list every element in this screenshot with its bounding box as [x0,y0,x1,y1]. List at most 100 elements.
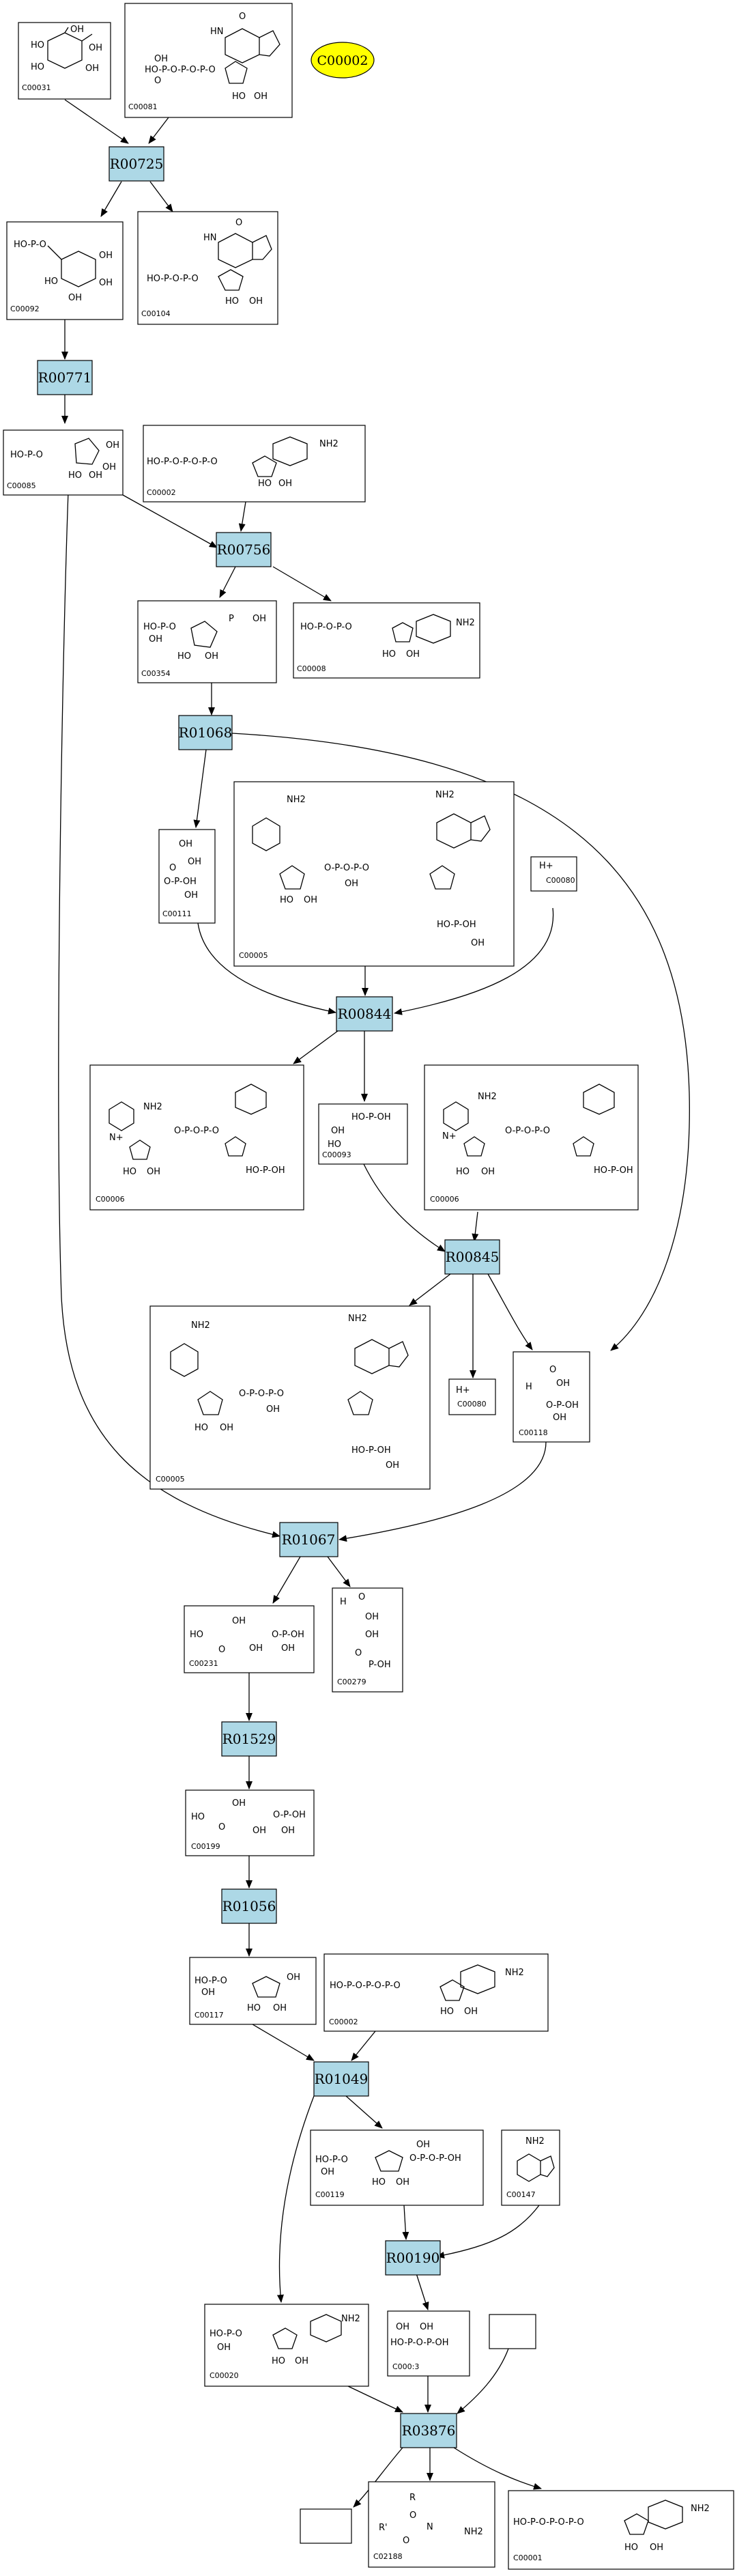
node-shape [6,221,124,320]
compound-id: C00093 [322,1150,351,1159]
edge-r00190-c00013 [416,2273,429,2310]
compound-c00020[interactable]: NH2 HO-P-O OH HO OH C00020 [204,2304,369,2387]
compound-c00104[interactable]: O HN HO-P-O-P-O HO OH C00104 [137,211,278,325]
compound-c00013[interactable]: OH OH HO-P-O-P-OH C000:3 [387,2310,470,2377]
compound-c00093[interactable]: HO-P-OH OH HO C00093 [318,1103,408,1165]
atom-label: HO [177,651,191,662]
edge-r03876-cempty2 [353,2447,403,2508]
atom-label: OH [70,25,84,35]
compound-id: C00081 [128,102,158,111]
atom-label: HO-P-O-P-O [147,274,199,284]
atom-label: O-P-OH [164,877,197,887]
standalone-compound-c00002[interactable]: C00002 [311,42,375,79]
reaction-r01067[interactable]: R01067 [279,1522,338,1557]
reaction-label: R00845 [446,1249,500,1265]
molecule-structure [624,2500,683,2535]
reaction-r01068[interactable]: R01068 [178,715,233,750]
reaction-r01529[interactable]: R01529 [221,1721,277,1757]
atom-label: OH [266,1404,280,1415]
node-shape [216,532,272,567]
node-shape [184,1605,315,1673]
compound-c00031[interactable]: OH HO HO OH OH C00031 [18,22,111,100]
compound-c00006b[interactable]: NH2 N+ O-P-O-P-O HO OH HO-P-OH C00006 [424,1064,639,1211]
atom-label: OH [471,938,485,948]
compound-c02188[interactable]: R O R' N NH2 O C02188 [368,2481,495,2568]
edge-cempty1-r03876 [457,2348,509,2414]
atom-label: OH [85,63,99,74]
atom-label: OH [281,1643,295,1654]
molecule-structure [74,438,100,465]
compound-c00002a[interactable]: NH2 HO-P-O-P-O-P-O HO OH C00002 [143,425,366,503]
reaction-r00725[interactable]: R00725 [109,146,164,182]
reaction-r00756[interactable]: R00756 [216,532,272,567]
compound-c00354[interactable]: HO-P-O OH P OH HO OH C00354 [137,600,277,683]
atom-label: OH [420,2322,433,2332]
compound-c00006a[interactable]: NH2 N+ O-P-O-P-O HO OH HO-P-OH C00006 [89,1064,304,1211]
compound-c00005b[interactable]: NH2 NH2 O-P-O-P-O OH HO OH HO-P-OH OH C0… [149,1305,431,1490]
compound-c00111[interactable]: OH O OH O-P-OH OH C00111 [158,829,216,924]
reaction-r00771[interactable]: R00771 [37,360,93,395]
node-shape [530,856,577,892]
compound-empty-2[interactable] [300,2508,352,2544]
node-shape [293,602,480,679]
atom-label: O-P-O-P-O [505,1126,550,1136]
compound-c00001[interactable]: NH2 HO-P-O-P-O-P-O HO OH C00001 [508,2490,734,2570]
reaction-r00190[interactable]: R00190 [385,2240,441,2276]
reaction-r01049[interactable]: R01049 [313,2061,369,2097]
edge-r00756-c00354 [219,566,236,598]
compound-c00119[interactable]: HO-P-O OH O-P-O-P-OH OH HO OH C00119 [310,2129,484,2206]
compound-c00117[interactable]: HO-P-O OH OH HO OH C00117 [189,1957,317,2025]
node-shape [279,1522,338,1557]
compound-c00118[interactable]: O H OH O-P-OH OH C00118 [513,1351,590,1443]
compound-c00005a[interactable]: NH2 NH2 O-P-O-P-O OH HO OH HO-P-OH OH C0… [233,781,515,967]
node-shape [221,1888,277,1924]
atom-label: N+ [109,1133,124,1143]
reaction-r03876[interactable]: R03876 [400,2413,457,2448]
atom-label: OH [102,462,116,472]
atom-label: HO-P-OH [437,920,476,930]
node-shape [508,2490,734,2570]
atom-label: NH2 [478,1092,497,1102]
edge-c00031-r00725 [64,99,129,144]
atom-label: OH [345,879,358,889]
compound-c00002b[interactable]: NH2 HO-P-O-P-O-P-O HO OH C00002 [323,1953,549,2032]
atom-label: OH [106,440,119,451]
compound-c00279[interactable]: H O OH OH O P-OH C00279 [332,1587,403,1693]
compound-c00080b[interactable]: H+ C00080 [448,1378,496,1415]
compound-c00092[interactable]: HO-P-O OH HO OH OH C00092 [6,221,124,320]
compound-empty-1[interactable] [489,2314,536,2349]
atom-label: OH [365,1630,379,1640]
atom-label: O [235,218,242,228]
compound-id: C000:3 [392,2362,419,2371]
node-shape [221,1721,277,1757]
compound-c00147[interactable]: NH2 C00147 [501,2129,560,2206]
reaction-r01056[interactable]: R01056 [221,1888,277,1924]
reaction-label: R01529 [222,1731,276,1747]
node-shape [204,2304,369,2387]
atom-label: HO [272,2356,285,2366]
node-shape [137,600,277,683]
compound-id: C00002 [329,2018,358,2026]
molecule-structure [272,2314,342,2349]
atom-label: HO-P-OH [594,1165,633,1176]
compound-c00085[interactable]: HO-P-O OH OH HO OH C00085 [3,429,124,496]
compound-c00199[interactable]: HO O OH OH O-P-OH OH C00199 [185,1789,315,1856]
compound-id: C00008 [297,664,326,673]
reaction-label: R01067 [282,1531,336,1548]
compound-c00008[interactable]: NH2 HO-P-O-P-O HO OH C00008 [293,602,480,679]
atom-label: P [229,614,234,624]
node-shape [3,429,124,496]
atom-label: NH2 [456,618,475,628]
atom-label: OH [253,614,266,624]
reaction-label: R03876 [402,2422,456,2439]
compound-c00080a[interactable]: H+ C00080 [530,856,577,892]
compound-c00231[interactable]: HO O OH OH O-P-OH OH C00231 [184,1605,315,1673]
atom-label: HO-P-O [14,240,46,250]
atom-label: OH [154,54,168,64]
atom-label: OH [396,2322,409,2332]
atom-label: OH [184,890,198,901]
reaction-r00845[interactable]: R00845 [444,1239,500,1275]
molecule-structure [375,2150,403,2172]
compound-c00081[interactable]: O HN HO-P-O-P-O-P-O OH O HO OH C00081 [124,3,293,118]
reaction-r00844[interactable]: R00844 [336,996,393,1032]
